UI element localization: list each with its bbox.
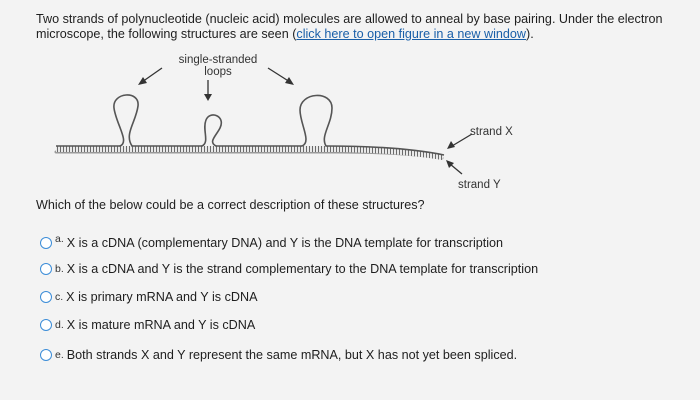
option-e-text: Both strands X and Y represent the same … bbox=[66, 348, 518, 362]
open-figure-link[interactable]: click here to open figure in a new windo… bbox=[296, 27, 527, 41]
arrow-strand-x bbox=[451, 133, 473, 147]
option-b-text: X is a cDNA and Y is the strand compleme… bbox=[66, 262, 539, 276]
duplex-region bbox=[56, 146, 444, 160]
question-body: Two strands of polynucleotide (nucleic a… bbox=[36, 12, 663, 41]
option-e[interactable]: e. Both strands X and Y represent the sa… bbox=[40, 348, 517, 362]
question-prompt: Which of the below could be a correct de… bbox=[36, 198, 425, 212]
option-d-text: X is mature mRNA and Y is cDNA bbox=[66, 318, 256, 332]
option-c[interactable]: c. X is primary mRNA and Y is cDNA bbox=[40, 290, 257, 304]
radio-option-e[interactable] bbox=[40, 349, 52, 361]
option-b[interactable]: b. X is a cDNA and Y is the strand compl… bbox=[40, 262, 538, 276]
arrow-loop-1 bbox=[141, 67, 163, 83]
annealing-figure: single-stranded loops strand X strand Y bbox=[50, 46, 570, 196]
radio-option-c[interactable] bbox=[40, 291, 52, 303]
loops-label: single-stranded loops bbox=[178, 54, 258, 78]
arrow-strand-y bbox=[449, 163, 463, 175]
radio-option-b[interactable] bbox=[40, 263, 52, 275]
question-text: Two strands of polynucleotide (nucleic a… bbox=[36, 12, 676, 42]
figure-drawing bbox=[54, 67, 473, 175]
option-a-text: X is a cDNA (complementary DNA) and Y is… bbox=[66, 236, 504, 250]
option-c-letter: c. bbox=[55, 291, 64, 303]
strand-y-label: strand Y bbox=[458, 179, 501, 191]
loop-1 bbox=[113, 94, 139, 147]
question-end: ). bbox=[526, 27, 534, 41]
option-d[interactable]: d. X is mature mRNA and Y is cDNA bbox=[40, 318, 255, 332]
radio-option-a[interactable] bbox=[40, 237, 52, 249]
arrow-loop-3 bbox=[267, 67, 291, 83]
loop-3 bbox=[299, 94, 333, 147]
option-d-letter: d. bbox=[55, 319, 64, 331]
strand-x-label: strand X bbox=[470, 126, 513, 138]
loop-2 bbox=[201, 114, 223, 147]
option-c-text: X is primary mRNA and Y is cDNA bbox=[66, 290, 258, 304]
option-a-letter: a. bbox=[55, 233, 64, 245]
option-a[interactable]: a. X is a cDNA (complementary DNA) and Y… bbox=[40, 233, 504, 250]
option-e-letter: e. bbox=[55, 349, 64, 361]
radio-option-d[interactable] bbox=[40, 319, 52, 331]
option-b-letter: b. bbox=[55, 263, 64, 275]
